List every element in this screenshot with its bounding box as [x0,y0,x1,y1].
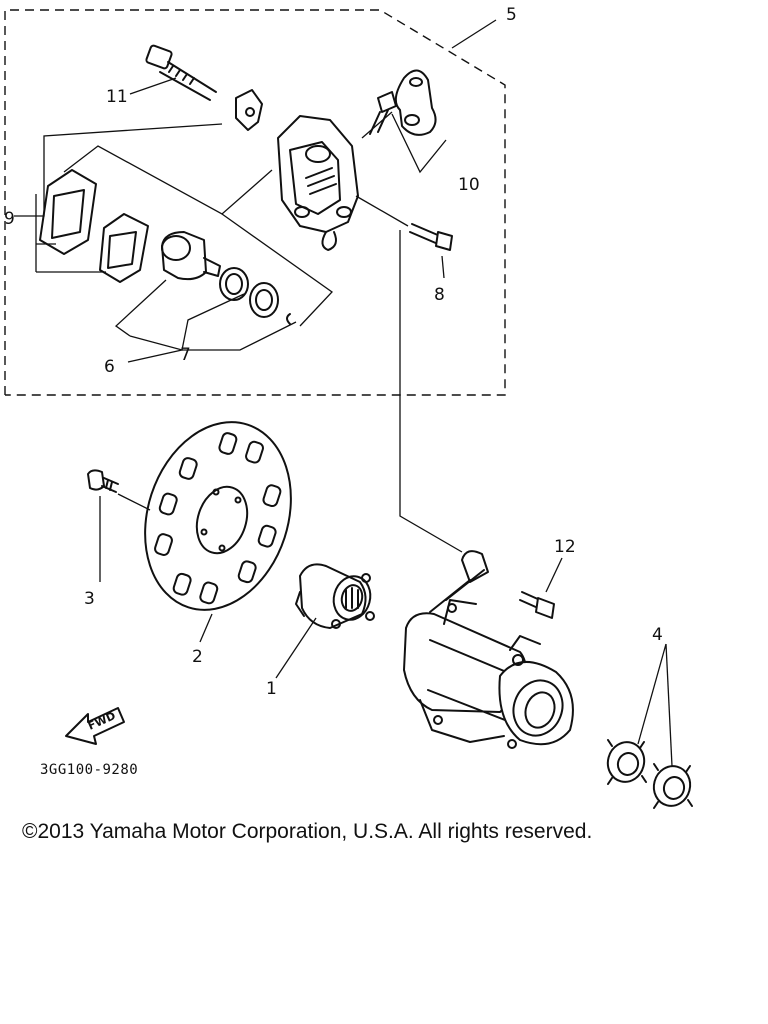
part-8-bolt [409,223,453,251]
part-6-piston [161,231,221,281]
callout-2: 2 [192,647,203,667]
callout-11: 11 [106,87,128,107]
part-12-bolt [519,591,555,619]
copyright-notice: ©2013 Yamaha Motor Corporation, U.S.A. A… [22,820,593,843]
callout-8: 8 [434,285,445,305]
callout-1: 1 [266,679,277,699]
part-4-castle-nuts [606,739,693,809]
part-2-brake-disc [144,421,292,611]
forward-arrow-icon: FWD [65,707,125,745]
part-1-hub [295,563,375,629]
callout-10: 10 [458,175,480,195]
callout-12: 12 [554,537,576,557]
part-3-screw [87,469,119,493]
drawing-code: 3GG100-9280 [40,762,139,778]
part-9-brake-pads [39,89,263,283]
callout-6: 6 [104,357,115,377]
part-10-bracket [369,69,437,136]
callout-5: 5 [506,5,517,25]
part-11-bolt [145,44,217,101]
caliper-body [277,115,359,251]
axle-housing [403,550,574,749]
part-7-seals [219,267,291,325]
callout-7: 7 [180,345,191,365]
caliper-assembly-boundary [4,9,506,396]
callout-9: 9 [4,209,15,229]
callout-3: 3 [84,589,95,609]
leader-lines [14,19,673,767]
callout-4: 4 [652,625,663,645]
